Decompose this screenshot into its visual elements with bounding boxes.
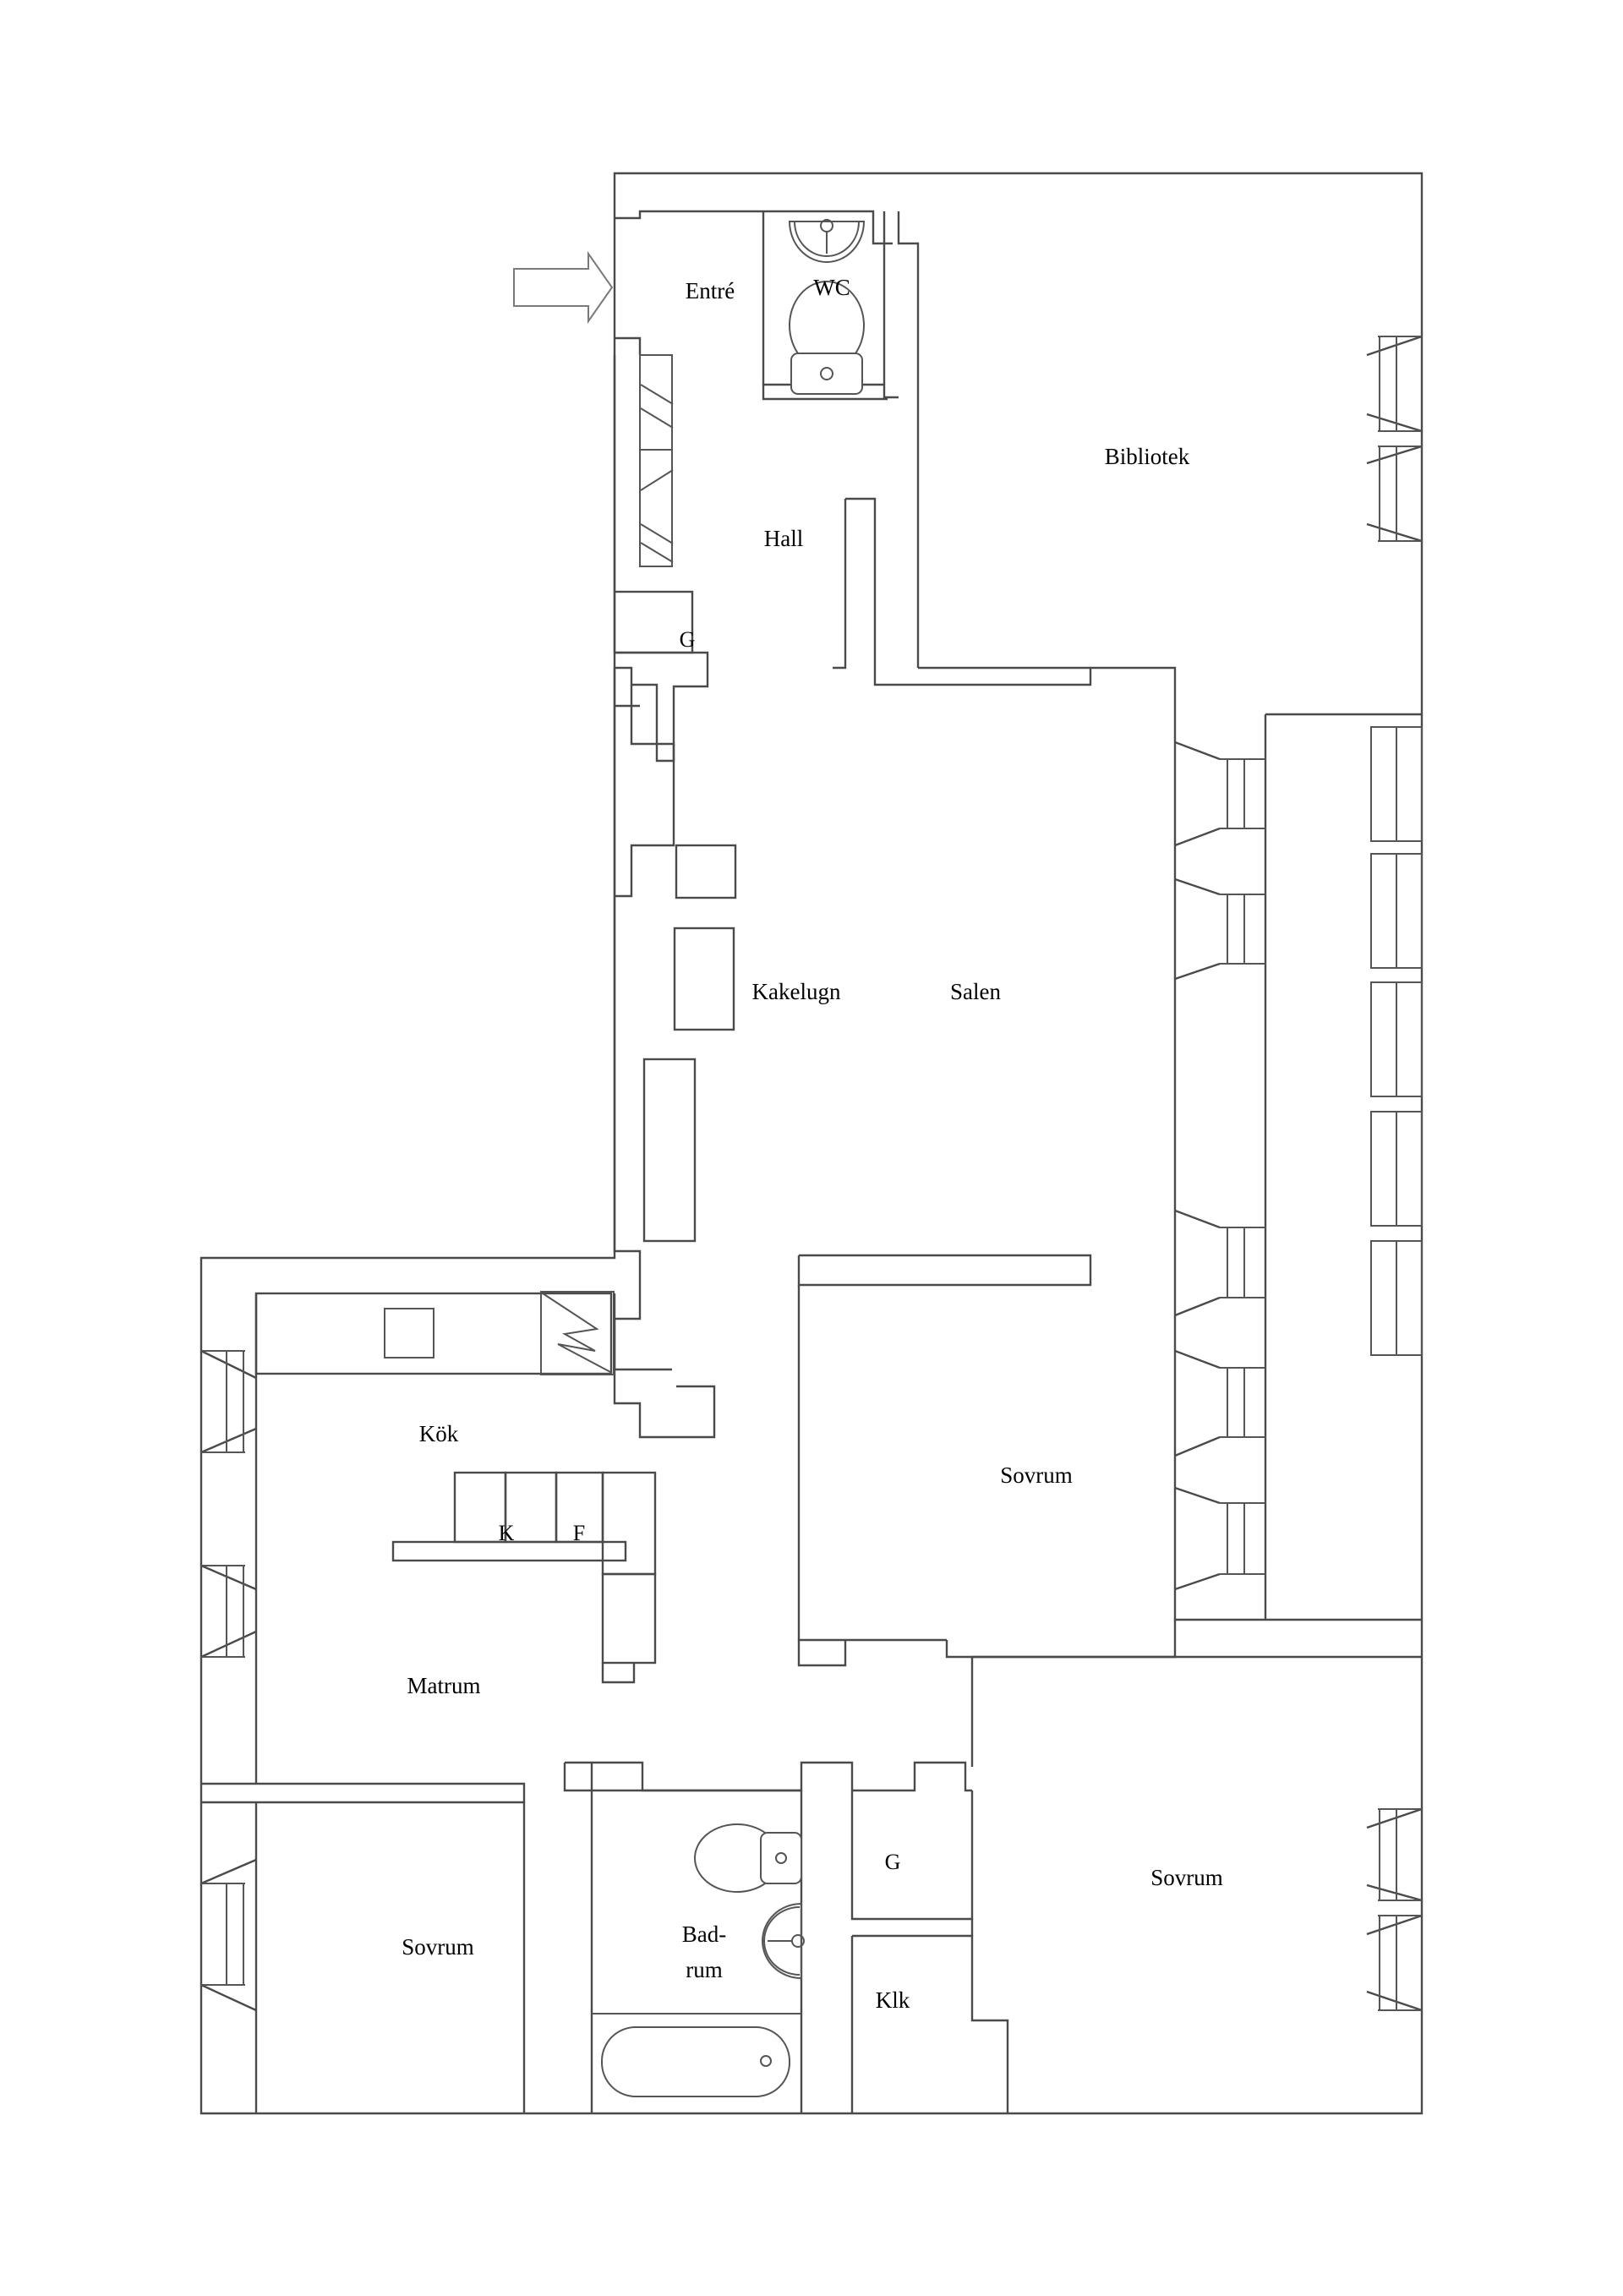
window-bay-outer-2	[1370, 853, 1423, 969]
salen-sovrum-mid-walls	[797, 497, 1092, 1667]
kakelugn-stove	[673, 927, 735, 1031]
room-label-frys: F	[573, 1521, 585, 1545]
room-label-sovrum-mitt: Sovrum	[1000, 1462, 1073, 1488]
sink-icon	[762, 1902, 805, 1980]
toilet-icon	[694, 1823, 802, 1893]
room-label-garderob-2: G	[885, 1850, 901, 1874]
window-bay-inner-2	[1174, 877, 1265, 981]
window-left-1	[200, 1349, 257, 1454]
window-bay-outer-3	[1370, 981, 1423, 1097]
bathroom-fixtures	[601, 1823, 805, 2097]
kitchen-walls-and-counter	[254, 1291, 672, 1488]
room-label-garderob-1: G	[680, 627, 696, 652]
window-right-bottom-1	[1366, 1807, 1423, 1902]
room-label-entre: Entré	[686, 278, 735, 303]
window-bay-inner-1	[1174, 741, 1265, 847]
room-label-kakelugn: Kakelugn	[752, 979, 841, 1004]
window-bay-outer-5	[1370, 1240, 1423, 1356]
window-left-2	[200, 1564, 257, 1659]
window-bay-outer-4	[1370, 1111, 1423, 1227]
kitchen-sink-icon	[384, 1308, 434, 1358]
sovrum-right-walls	[970, 1655, 1422, 1767]
toilet-icon	[789, 281, 865, 395]
room-label-sovrum-hoger: Sovrum	[1150, 1865, 1223, 1890]
wc-fixtures	[788, 219, 866, 395]
matrum-sovrum-divider	[201, 1488, 526, 2113]
garderob-upper	[613, 590, 709, 763]
room-label-badrum-line2: rum	[686, 1957, 723, 1982]
room-label-salen: Salen	[950, 979, 1001, 1004]
window-right-bottom-2	[1366, 1914, 1423, 2012]
window-bay-outer-1	[1370, 726, 1423, 842]
window-bay-inner-5	[1174, 1486, 1265, 1591]
window-left-3	[200, 1858, 257, 2012]
room-label-kok: Kök	[419, 1421, 459, 1446]
bathtub-icon	[601, 2026, 790, 2097]
window-right-top-1	[1366, 335, 1423, 433]
room-label-bibliotek: Bibliotek	[1105, 444, 1190, 469]
room-label-klk: Klk	[876, 1987, 910, 2013]
salen-bay-walls	[945, 676, 1422, 1659]
room-label-matrum: Matrum	[407, 1673, 481, 1698]
room-label-sovrum-vanster: Sovrum	[402, 1934, 474, 1960]
wall-niches-left	[642, 844, 737, 1243]
sink-icon	[788, 219, 866, 263]
window-bay-inner-4	[1174, 1349, 1265, 1457]
hall-salen-west-walls	[613, 668, 716, 1439]
entrance-arrow	[513, 250, 614, 325]
room-label-badrum-line1: Bad-	[682, 1922, 726, 1947]
fridge-freezer-block	[391, 1471, 657, 1684]
lower-closets	[850, 1761, 1009, 2113]
room-label-kyl: K	[499, 1521, 515, 1545]
hall-closet-hatched	[613, 354, 674, 592]
window-right-top-2	[1366, 445, 1423, 543]
window-bay-inner-3	[1174, 1209, 1265, 1317]
building-outline	[199, 172, 1424, 2115]
room-label-wc: WC	[813, 275, 850, 300]
stove-zigzag-icon	[540, 1291, 615, 1375]
top-inner-walls	[615, 210, 1177, 676]
room-label-hall: Hall	[764, 526, 804, 551]
